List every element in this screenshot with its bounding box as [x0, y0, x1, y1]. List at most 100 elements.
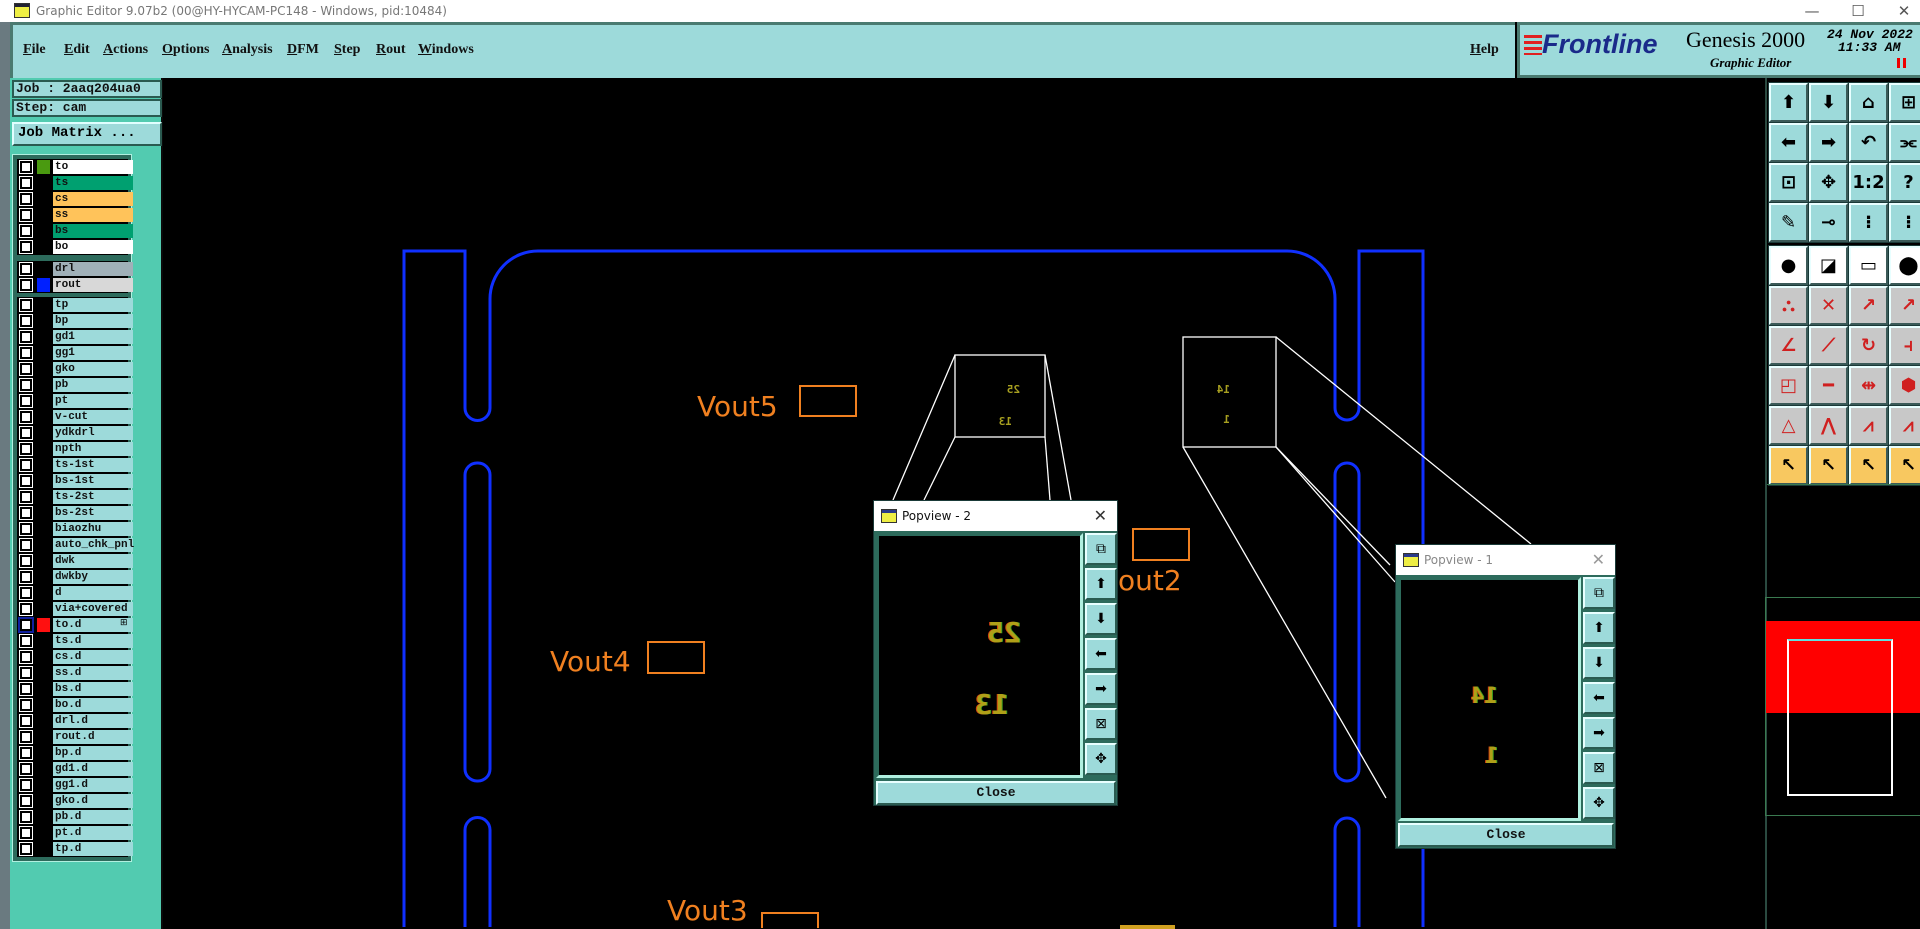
- layer-name[interactable]: ts-1st: [53, 458, 133, 472]
- layer-color-swatch[interactable]: [37, 176, 50, 190]
- layer-color-swatch[interactable]: [37, 314, 50, 328]
- layer-color-swatch[interactable]: [37, 262, 50, 276]
- layer-checkbox[interactable]: [19, 410, 33, 424]
- select-poly-icon[interactable]: ↖: [1848, 445, 1889, 486]
- layer-name[interactable]: ss.d: [53, 666, 133, 680]
- menu-rout[interactable]: Rout: [376, 42, 406, 57]
- layer-checkbox[interactable]: [19, 224, 33, 238]
- popview-1-view[interactable]: 14 1: [1398, 577, 1581, 821]
- layer-color-swatch[interactable]: [37, 714, 50, 728]
- select-box-icon[interactable]: ↖: [1808, 445, 1849, 486]
- pan-right-icon[interactable]: ➡: [1808, 122, 1849, 163]
- layer-name[interactable]: cs.d: [53, 650, 133, 664]
- layer-checkbox[interactable]: [19, 346, 33, 360]
- layer-row[interactable]: cs: [17, 191, 133, 207]
- layer-row[interactable]: ts-1st: [17, 457, 133, 473]
- layer-checkbox[interactable]: [19, 666, 33, 680]
- menu-file[interactable]: File: [23, 42, 46, 57]
- maximize-button[interactable]: ☐: [1851, 2, 1865, 20]
- layer-color-swatch[interactable]: [37, 458, 50, 472]
- layer-color-swatch[interactable]: [37, 698, 50, 712]
- layer-name[interactable]: ydkdrl: [53, 426, 133, 440]
- layer-row[interactable]: ydkdrl: [17, 425, 133, 441]
- help-icon[interactable]: ?: [1888, 162, 1920, 203]
- layer-row[interactable]: ss.d: [17, 665, 133, 681]
- popview-2-close-button[interactable]: Close: [876, 781, 1116, 805]
- layer-color-swatch[interactable]: [37, 618, 50, 632]
- layer-row[interactable]: ss: [17, 207, 133, 223]
- layer-checkbox[interactable]: [19, 842, 33, 856]
- layer-row[interactable]: bp: [17, 313, 133, 329]
- layer-row[interactable]: bs.d: [17, 681, 133, 697]
- layer-row[interactable]: bs-1st: [17, 473, 133, 489]
- layer-checkbox[interactable]: [19, 698, 33, 712]
- overview-map[interactable]: [1765, 597, 1920, 816]
- layer-checkbox[interactable]: [19, 176, 33, 190]
- layer-checkbox[interactable]: [19, 554, 33, 568]
- popview-2-view[interactable]: 25 13: [876, 533, 1083, 778]
- layer-color-swatch[interactable]: [37, 240, 50, 254]
- layer-name[interactable]: ss: [53, 208, 133, 222]
- layer-row[interactable]: bo: [17, 239, 133, 255]
- layer-row[interactable]: via+covered: [17, 601, 133, 617]
- undo-zoom-icon[interactable]: ↶: [1848, 122, 1889, 163]
- layer-checkbox[interactable]: [19, 426, 33, 440]
- popview-1-close-button[interactable]: Close: [1398, 823, 1614, 847]
- layer-color-swatch[interactable]: [37, 666, 50, 680]
- layer-name[interactable]: gd1.d: [53, 762, 133, 776]
- layer-color-swatch[interactable]: [37, 474, 50, 488]
- pause-icon[interactable]: [1897, 58, 1906, 68]
- layer-name[interactable]: to.d: [53, 618, 133, 632]
- layer-checkbox[interactable]: [19, 602, 33, 616]
- window-xy-icon[interactable]: ⊞: [1888, 82, 1920, 123]
- layer-name[interactable]: bs.d: [53, 682, 133, 696]
- layer-color-swatch[interactable]: [37, 298, 50, 312]
- layer-color-swatch[interactable]: [37, 442, 50, 456]
- layer-name[interactable]: v-cut: [53, 410, 133, 424]
- layer-name[interactable]: ts.d: [53, 634, 133, 648]
- select-path-icon[interactable]: ↖: [1888, 445, 1920, 486]
- menu-edit[interactable]: Edit: [64, 42, 90, 57]
- layer-color-swatch[interactable]: [37, 224, 50, 238]
- board-drc-2-icon[interactable]: ⁝: [1888, 202, 1920, 243]
- connect-icon[interactable]: ⛬: [1768, 285, 1809, 326]
- layer-color-swatch[interactable]: [37, 810, 50, 824]
- arch-2-icon[interactable]: ⩘: [1888, 405, 1920, 446]
- layer-color-swatch[interactable]: [37, 490, 50, 504]
- layer-menu-icon[interactable]: ⊞: [120, 618, 128, 628]
- split-line-icon[interactable]: ━: [1808, 365, 1849, 406]
- layer-name[interactable]: drl.d: [53, 714, 133, 728]
- layer-name[interactable]: pt: [53, 394, 133, 408]
- job-matrix-button[interactable]: Job Matrix ...: [12, 122, 162, 146]
- layer-color-swatch[interactable]: [37, 522, 50, 536]
- layer-checkbox[interactable]: [19, 298, 33, 312]
- layer-name[interactable]: d: [53, 586, 133, 600]
- layer-color-swatch[interactable]: [37, 208, 50, 222]
- layer-checkbox[interactable]: [19, 160, 33, 174]
- home-icon[interactable]: ⌂: [1848, 82, 1889, 123]
- zoom-in-icon[interactable]: ✥: [1583, 787, 1615, 819]
- snap-icon[interactable]: ⊸: [1808, 202, 1849, 243]
- zoom-out-icon[interactable]: ⊠: [1085, 708, 1117, 740]
- pad-icon[interactable]: ⬤: [1888, 245, 1920, 286]
- layer-checkbox[interactable]: [19, 522, 33, 536]
- layer-checkbox[interactable]: [19, 794, 33, 808]
- layer-checkbox[interactable]: [19, 314, 33, 328]
- layer-color-swatch[interactable]: [37, 826, 50, 840]
- layer-checkbox[interactable]: [19, 192, 33, 206]
- layer-row[interactable]: to.d⊞: [17, 617, 133, 633]
- layer-name[interactable]: gko.d: [53, 794, 133, 808]
- layer-checkbox[interactable]: [19, 330, 33, 344]
- line-icon[interactable]: ⟋: [1808, 325, 1849, 366]
- ruler-icon[interactable]: ▭: [1848, 245, 1889, 286]
- layer-color-swatch[interactable]: [37, 330, 50, 344]
- menu-options[interactable]: Options: [162, 42, 210, 57]
- layer-name[interactable]: bp: [53, 314, 133, 328]
- layer-row[interactable]: pt: [17, 393, 133, 409]
- angle-icon[interactable]: ∠: [1768, 325, 1809, 366]
- layer-row[interactable]: tp: [17, 297, 133, 313]
- layer-checkbox[interactable]: [19, 394, 33, 408]
- layer-name[interactable]: dwkby: [53, 570, 133, 584]
- layer-name[interactable]: gko: [53, 362, 133, 376]
- shapes-icon[interactable]: ⬢: [1888, 365, 1920, 406]
